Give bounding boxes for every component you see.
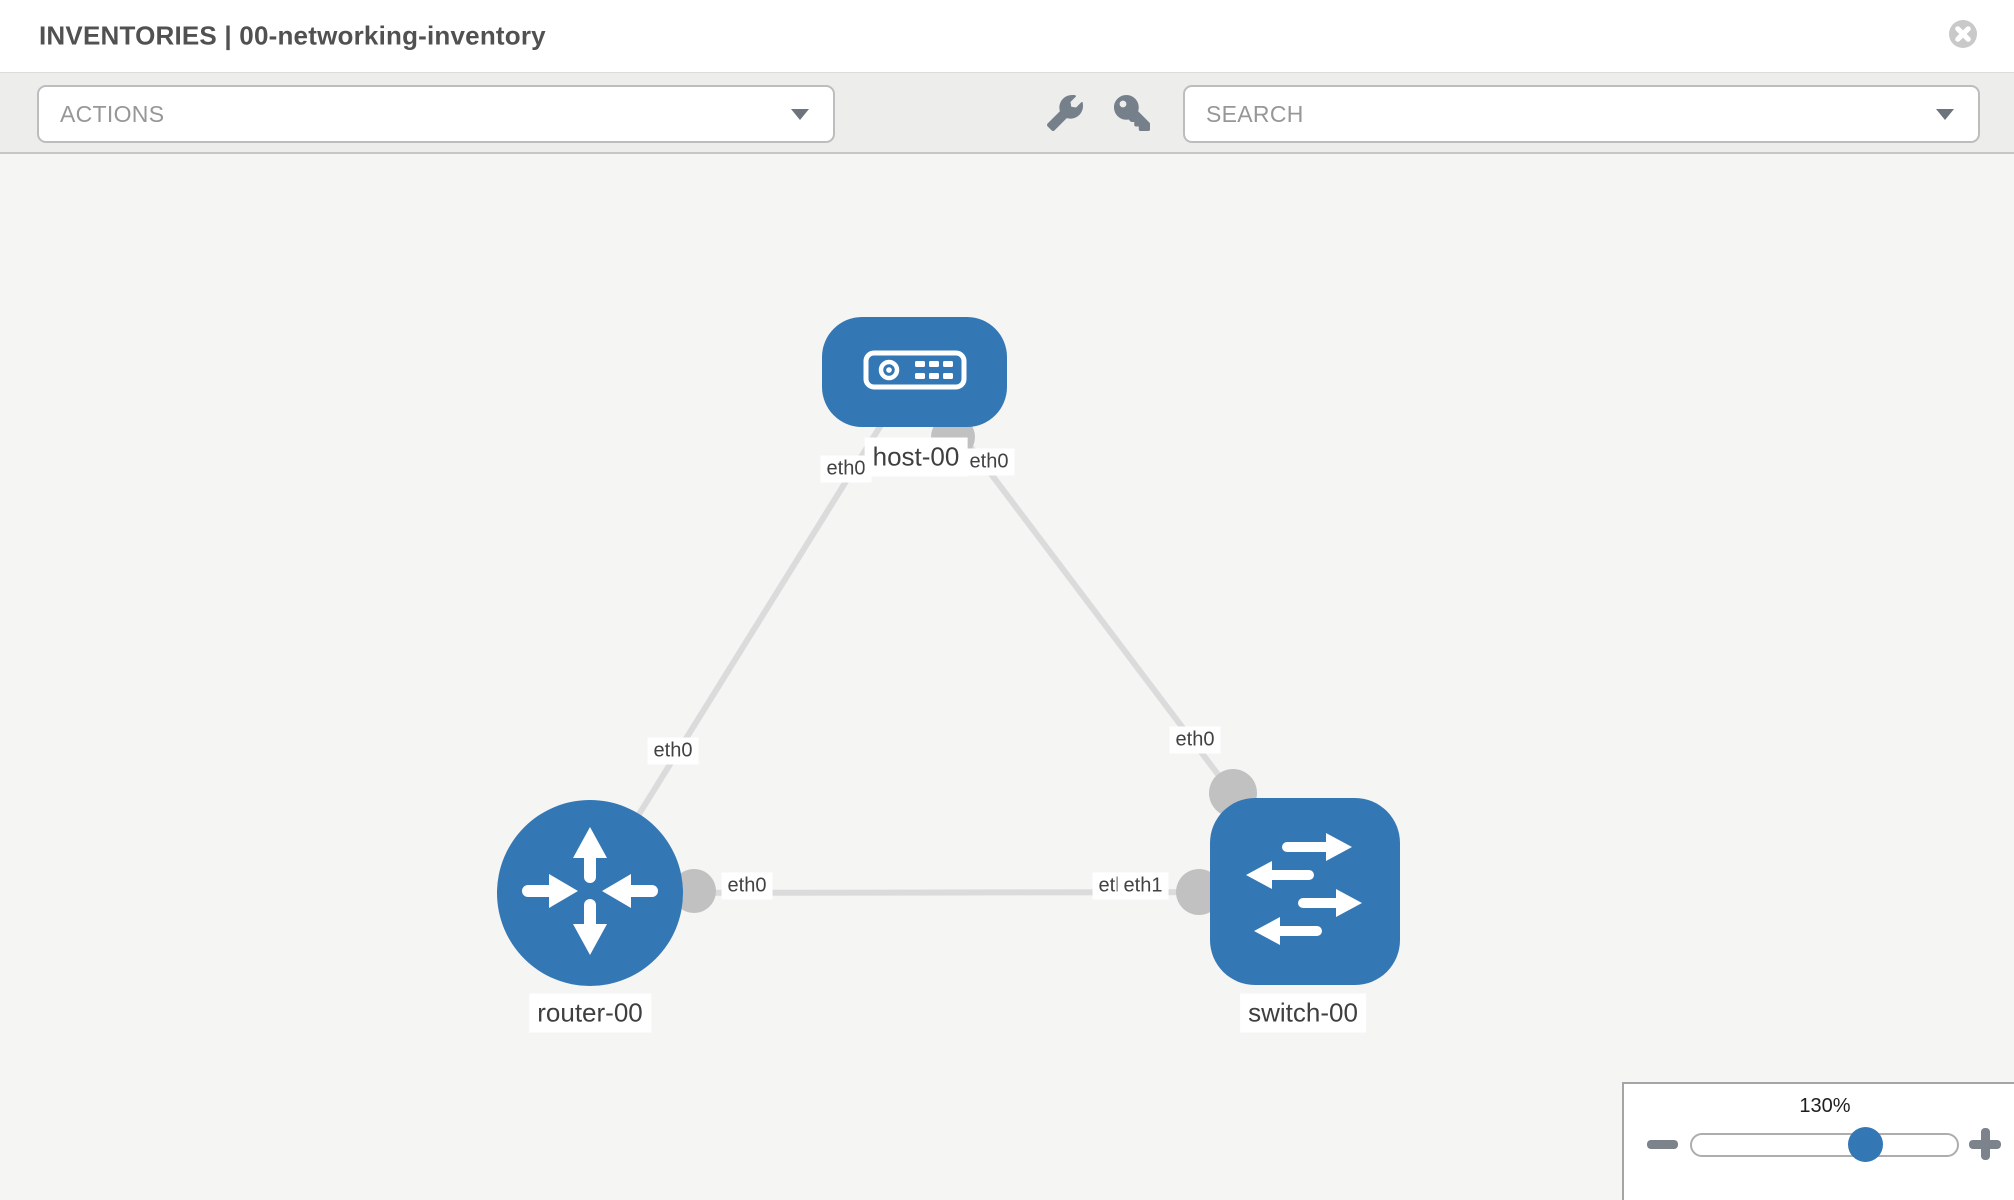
interface-endpoint-router-eth0	[672, 869, 716, 913]
minus-icon	[1646, 1139, 1678, 1149]
node-label-switch: switch-00	[1240, 993, 1366, 1033]
interface-label-host-eth0-right: eth0	[963, 448, 1015, 476]
zoom-panel: 130%	[1622, 1082, 2014, 1200]
node-label-host: host-00	[864, 437, 968, 477]
zoom-slider-track[interactable]	[1690, 1133, 1959, 1157]
wrench-icon	[1046, 94, 1083, 136]
server-icon	[863, 350, 967, 395]
zoom-out-button[interactable]	[1642, 1124, 1682, 1164]
switch-arrows-icon	[1230, 814, 1380, 969]
plus-icon	[1969, 1128, 2001, 1160]
chevron-down-icon	[1936, 109, 1954, 120]
key-icon	[1114, 94, 1150, 136]
actions-dropdown[interactable]: ACTIONS	[37, 85, 835, 143]
chevron-down-icon	[791, 109, 809, 120]
actions-dropdown-label: ACTIONS	[60, 100, 165, 127]
close-button[interactable]	[1948, 19, 1978, 49]
search-dropdown-label: SEARCH	[1206, 100, 1304, 127]
topology-edges	[587, 370, 1301, 915]
node-router[interactable]	[497, 800, 683, 986]
interface-label-switch-eth1: eth1	[1117, 872, 1169, 900]
toolbar: ACTIONS SEARCH	[0, 72, 2014, 154]
node-label-router: router-00	[529, 993, 651, 1033]
search-dropdown[interactable]: SEARCH	[1183, 85, 1980, 143]
interface-label-host-eth0-left: eth0	[820, 455, 872, 483]
header: INVENTORIES | 00-networking-inventory	[0, 0, 2014, 72]
node-switch[interactable]	[1210, 798, 1400, 985]
zoom-slider-handle[interactable]	[1848, 1127, 1883, 1162]
wrench-button[interactable]	[1042, 92, 1088, 138]
zoom-in-button[interactable]	[1965, 1124, 2005, 1164]
close-icon	[1948, 20, 1978, 53]
interface-label-switch-top-eth0: eth0	[1169, 726, 1221, 754]
router-arrows-icon	[520, 821, 660, 966]
zoom-level-label: 130%	[1799, 1095, 1851, 1117]
interface-label-router-eth0: eth0	[721, 872, 773, 900]
page-title: INVENTORIES | 00-networking-inventory	[39, 20, 546, 51]
topology-canvas[interactable]: eth0 eth0 eth0 eth0 eth0 eth0 eth1 host-…	[0, 154, 2014, 1200]
interface-label-router-top-eth0: eth0	[647, 737, 699, 765]
key-button[interactable]	[1109, 92, 1155, 138]
node-host[interactable]	[822, 317, 1007, 427]
